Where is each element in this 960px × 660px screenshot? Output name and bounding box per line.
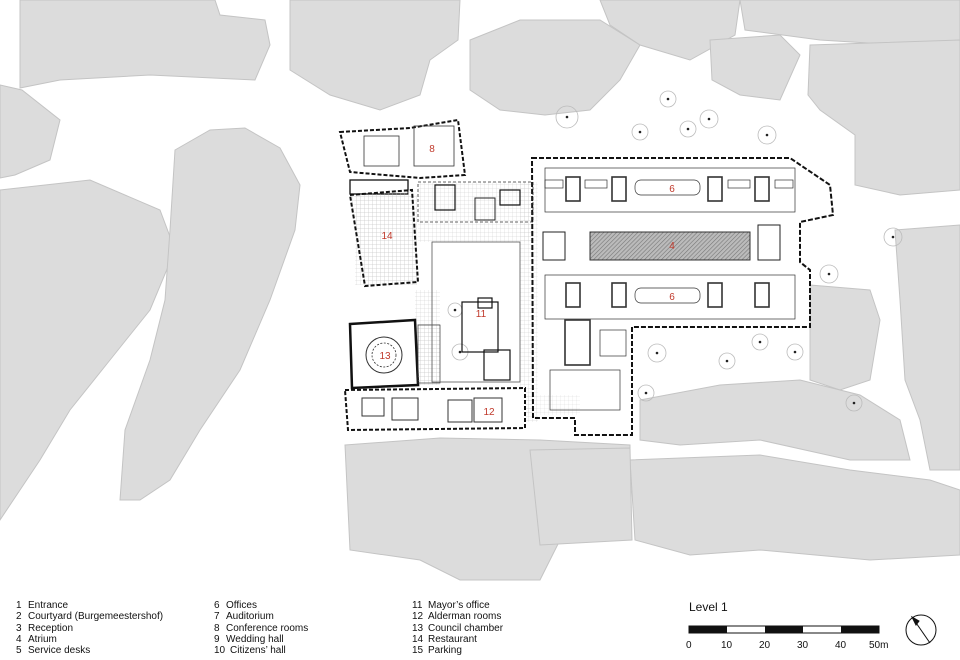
label-atrium: 4 bbox=[669, 241, 675, 252]
office-desks-bottom bbox=[544, 274, 796, 411]
trees bbox=[447, 90, 903, 412]
room-labels: 6 6 4 8 14 11 13 12 bbox=[379, 144, 675, 418]
label-restaurant: 14 bbox=[381, 231, 393, 242]
label-offices-bottom: 6 bbox=[669, 292, 675, 303]
label-mayors-office: 11 bbox=[476, 309, 487, 320]
scale-tick: 0 bbox=[686, 640, 692, 651]
restaurant-block bbox=[348, 188, 420, 288]
scale-tick: 50m bbox=[869, 640, 889, 651]
scale-tick: 20 bbox=[759, 640, 771, 651]
old-wing bbox=[343, 386, 526, 432]
scale-tick: 40 bbox=[835, 640, 847, 651]
scale-tick: 10 bbox=[721, 640, 733, 651]
label-council-chamber: 13 bbox=[379, 351, 391, 362]
label-alderman-rooms: 12 bbox=[483, 407, 495, 418]
conference-block bbox=[338, 118, 467, 180]
scale-tick-labels: 0 10 20 30 40 50m bbox=[683, 640, 893, 654]
level-label: Level 1 bbox=[689, 600, 728, 614]
mayors-office bbox=[461, 301, 499, 353]
context-buildings bbox=[0, 0, 960, 581]
office-desks-top bbox=[544, 167, 796, 213]
north-arrow-icon bbox=[905, 614, 937, 646]
label-conference: 8 bbox=[429, 144, 435, 155]
label-offices-top: 6 bbox=[669, 184, 675, 195]
council-chamber bbox=[348, 318, 420, 390]
scale-bar bbox=[688, 625, 880, 634]
city-hall-plan bbox=[338, 118, 835, 436]
tree-dots bbox=[453, 97, 895, 405]
atrium bbox=[589, 231, 751, 261]
scale-tick: 30 bbox=[797, 640, 809, 651]
